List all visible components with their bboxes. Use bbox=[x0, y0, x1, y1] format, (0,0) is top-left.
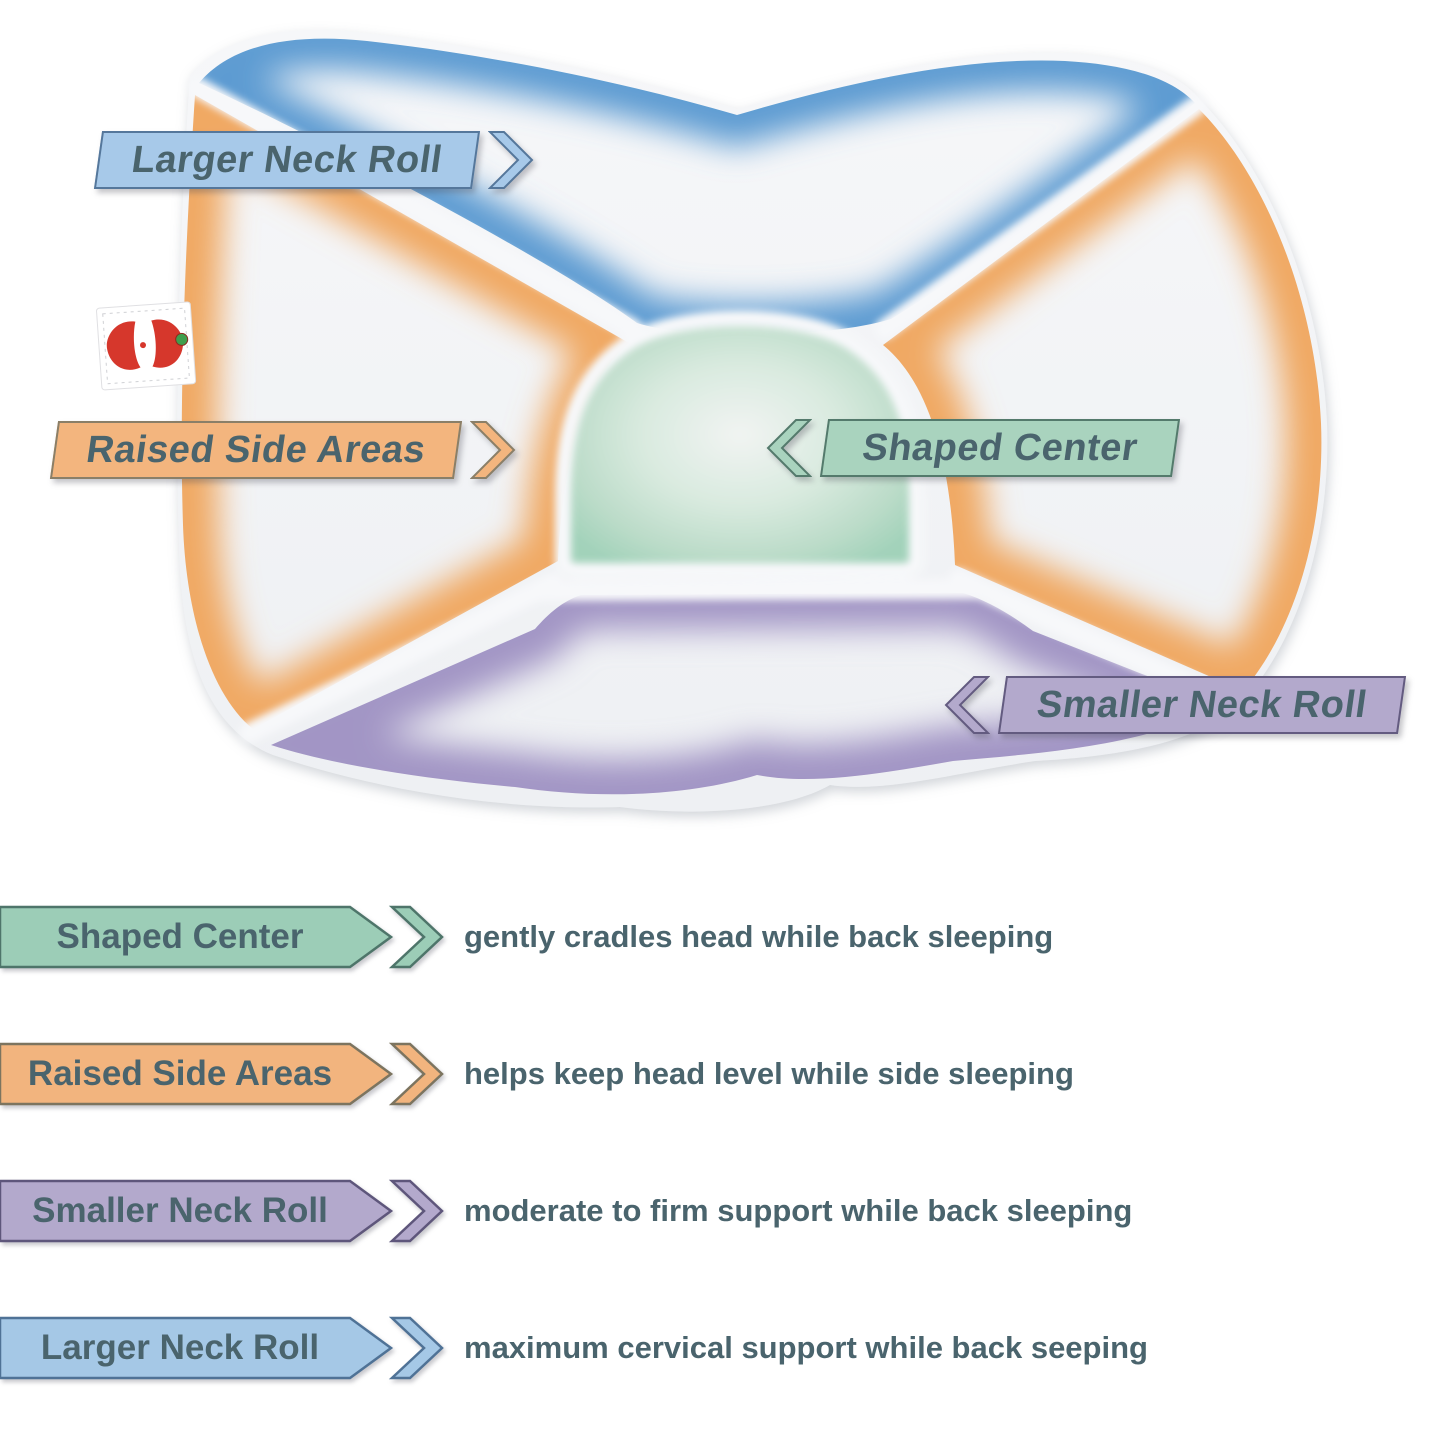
legend-banner-shape bbox=[0, 905, 394, 969]
pillow-seams bbox=[187, 77, 1237, 743]
seam-dome-ring bbox=[555, 310, 925, 579]
legend-row-raised-side-areas: Raised Side Areas helps keep head level … bbox=[0, 1042, 1445, 1106]
chevron-right-icon bbox=[470, 421, 516, 479]
chevron-right-icon bbox=[388, 1042, 444, 1106]
legend-row-smaller-neck-roll: Smaller Neck Roll moderate to firm suppo… bbox=[0, 1179, 1445, 1243]
label-shaped-center-banner: Shaped Center bbox=[819, 419, 1181, 477]
legend-label: Raised Side Areas bbox=[27, 1054, 333, 1093]
legend-banner-shape bbox=[0, 1042, 394, 1106]
region-shaped-center bbox=[563, 318, 917, 571]
seam-under-dome bbox=[527, 579, 987, 601]
label-larger-neck-roll: Larger Neck Roll bbox=[93, 131, 534, 189]
chevron-right-icon bbox=[388, 1316, 444, 1380]
label-raised-side-areas-text: Raised Side Areas bbox=[83, 428, 429, 471]
label-smaller-neck-roll-text: Smaller Neck Roll bbox=[1034, 683, 1370, 726]
legend-description: moderate to firm support while back slee… bbox=[464, 1193, 1133, 1228]
brand-logo-icon bbox=[106, 319, 189, 370]
brand-tag bbox=[96, 301, 197, 391]
legend-banner: Shaped Center bbox=[0, 905, 446, 969]
label-smaller-neck-roll: Smaller Neck Roll bbox=[944, 676, 1407, 734]
legend-banner: Raised Side Areas bbox=[0, 1042, 446, 1106]
legend-banner-shape bbox=[0, 1179, 394, 1243]
chevron-right-icon bbox=[388, 905, 444, 969]
tag-stitching bbox=[102, 307, 190, 385]
legend-banner-shape bbox=[0, 1316, 394, 1380]
legend-description: gently cradles head while back sleeping bbox=[464, 919, 1054, 954]
seam-top-left bbox=[187, 77, 643, 339]
label-shaped-center-text: Shaped Center bbox=[859, 426, 1141, 469]
chevron-left-icon bbox=[766, 419, 812, 477]
legend-row-larger-neck-roll: Larger Neck Roll maximum cervical suppor… bbox=[0, 1316, 1445, 1380]
legend-label: Smaller Neck Roll bbox=[32, 1191, 328, 1230]
legend-label: Shaped Center bbox=[56, 917, 304, 956]
legend-label: Larger Neck Roll bbox=[40, 1328, 320, 1367]
legend-banner: Smaller Neck Roll bbox=[0, 1179, 446, 1243]
legend-row-shaped-center: Shaped Center gently cradles head while … bbox=[0, 905, 1445, 969]
legend-description: helps keep head level while side sleepin… bbox=[464, 1056, 1074, 1091]
label-larger-neck-roll-banner: Larger Neck Roll bbox=[93, 131, 481, 189]
label-smaller-neck-roll-banner: Smaller Neck Roll bbox=[997, 676, 1407, 734]
chevron-left-icon bbox=[944, 676, 990, 734]
label-raised-side-areas: Raised Side Areas bbox=[49, 421, 516, 479]
seam-bottom-left bbox=[239, 573, 563, 743]
label-larger-neck-roll-text: Larger Neck Roll bbox=[129, 138, 446, 181]
chevron-right-icon bbox=[488, 131, 534, 189]
label-raised-side-areas-banner: Raised Side Areas bbox=[49, 421, 463, 479]
chevron-right-icon bbox=[388, 1179, 444, 1243]
seam-top-right bbox=[875, 95, 1207, 339]
label-shaped-center: Shaped Center bbox=[766, 419, 1181, 477]
legend-banner: Larger Neck Roll bbox=[0, 1316, 446, 1380]
legend: Shaped Center gently cradles head while … bbox=[0, 905, 1445, 1445]
legend-description: maximum cervical support while back seep… bbox=[464, 1330, 1148, 1365]
